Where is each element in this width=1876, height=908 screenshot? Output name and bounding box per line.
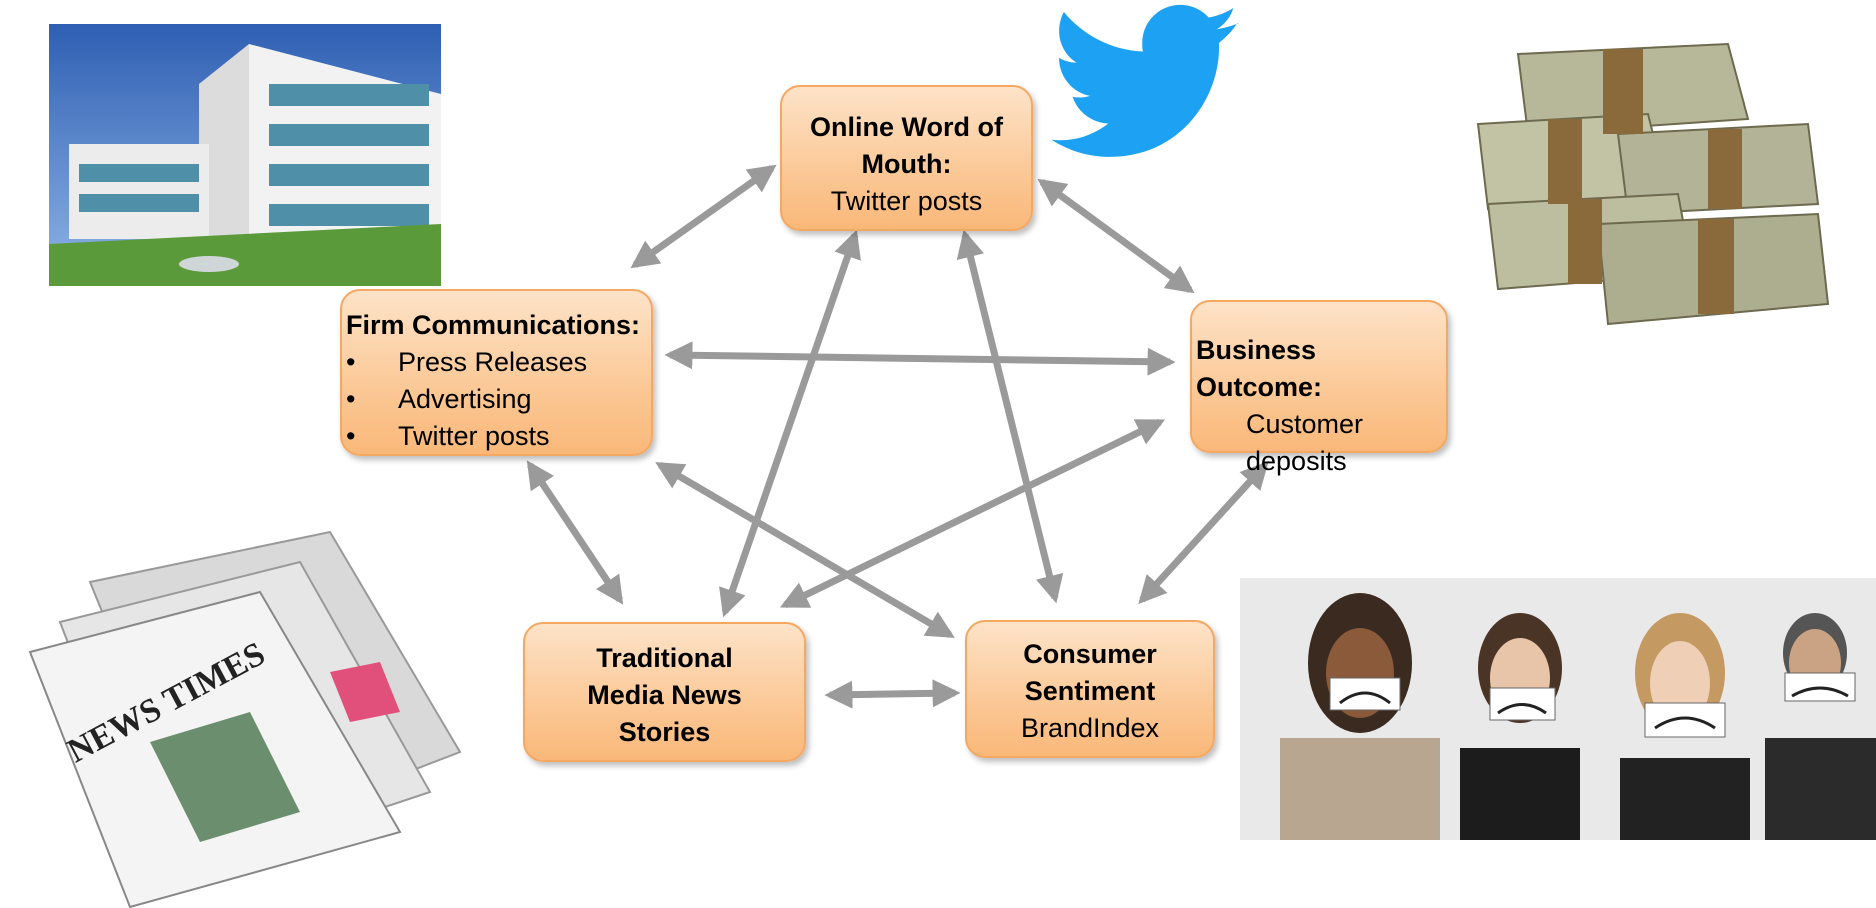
consumer-sentiment-detail: BrandIndex [1020, 713, 1160, 743]
traditional-media-line3: Stories [618, 717, 711, 747]
online-wom-title-line2: Mouth: [861, 149, 952, 179]
arrow-business-sentiment [1138, 460, 1269, 605]
business-outcome-detail-line1: Customer [1246, 409, 1364, 439]
arrow-business-media [779, 418, 1166, 609]
arrow-firm-business [664, 341, 1176, 376]
twitter-bird-icon [1052, 4, 1242, 164]
arrow-wom-sentiment [956, 229, 1064, 604]
firm-comms-list: Press Releases Advertising Twitter posts [346, 344, 651, 455]
firm-comms-title: Firm Communications: [346, 310, 641, 340]
firm-comms-item: Twitter posts [346, 418, 651, 455]
consumer-sentiment-title-line2: Sentiment [1024, 676, 1156, 706]
arrow-wom-business [1037, 178, 1195, 294]
node-online-word-of-mouth: Online Word of Mouth: Twitter posts [780, 85, 1033, 231]
arrow-firm-wom [630, 164, 777, 269]
firm-comms-item: Advertising [346, 381, 651, 418]
arrow-wom-media [719, 229, 861, 618]
business-outcome-title: Business Outcome: [1196, 335, 1323, 402]
node-traditional-media: Traditional Media News Stories [523, 622, 806, 762]
money-stacks-image [1458, 24, 1836, 346]
consumer-sentiment-title-line1: Consumer [1023, 639, 1157, 669]
online-wom-detail: Twitter posts [830, 186, 983, 216]
node-consumer-sentiment: Consumer Sentiment BrandIndex [965, 620, 1215, 758]
unhappy-people-image [1240, 578, 1876, 840]
firm-comms-item: Press Releases [346, 344, 651, 381]
node-business-outcome: Business Outcome: Customer deposits [1190, 300, 1448, 476]
traditional-media-line1: Traditional [596, 643, 733, 673]
arrow-media-sentiment [824, 679, 961, 709]
arrow-firm-media [526, 460, 624, 605]
online-wom-title-line1: Online Word of [810, 112, 1003, 142]
arrow-firm-sentiment [655, 461, 955, 639]
node-firm-communications: Firm Communications: Press Releases Adve… [340, 289, 653, 456]
newspapers-image: NEWS TIMES [0, 522, 480, 908]
business-outcome-detail-line2: deposits [1246, 446, 1347, 476]
office-building-image [49, 24, 441, 286]
traditional-media-line2: Media News [587, 680, 742, 710]
